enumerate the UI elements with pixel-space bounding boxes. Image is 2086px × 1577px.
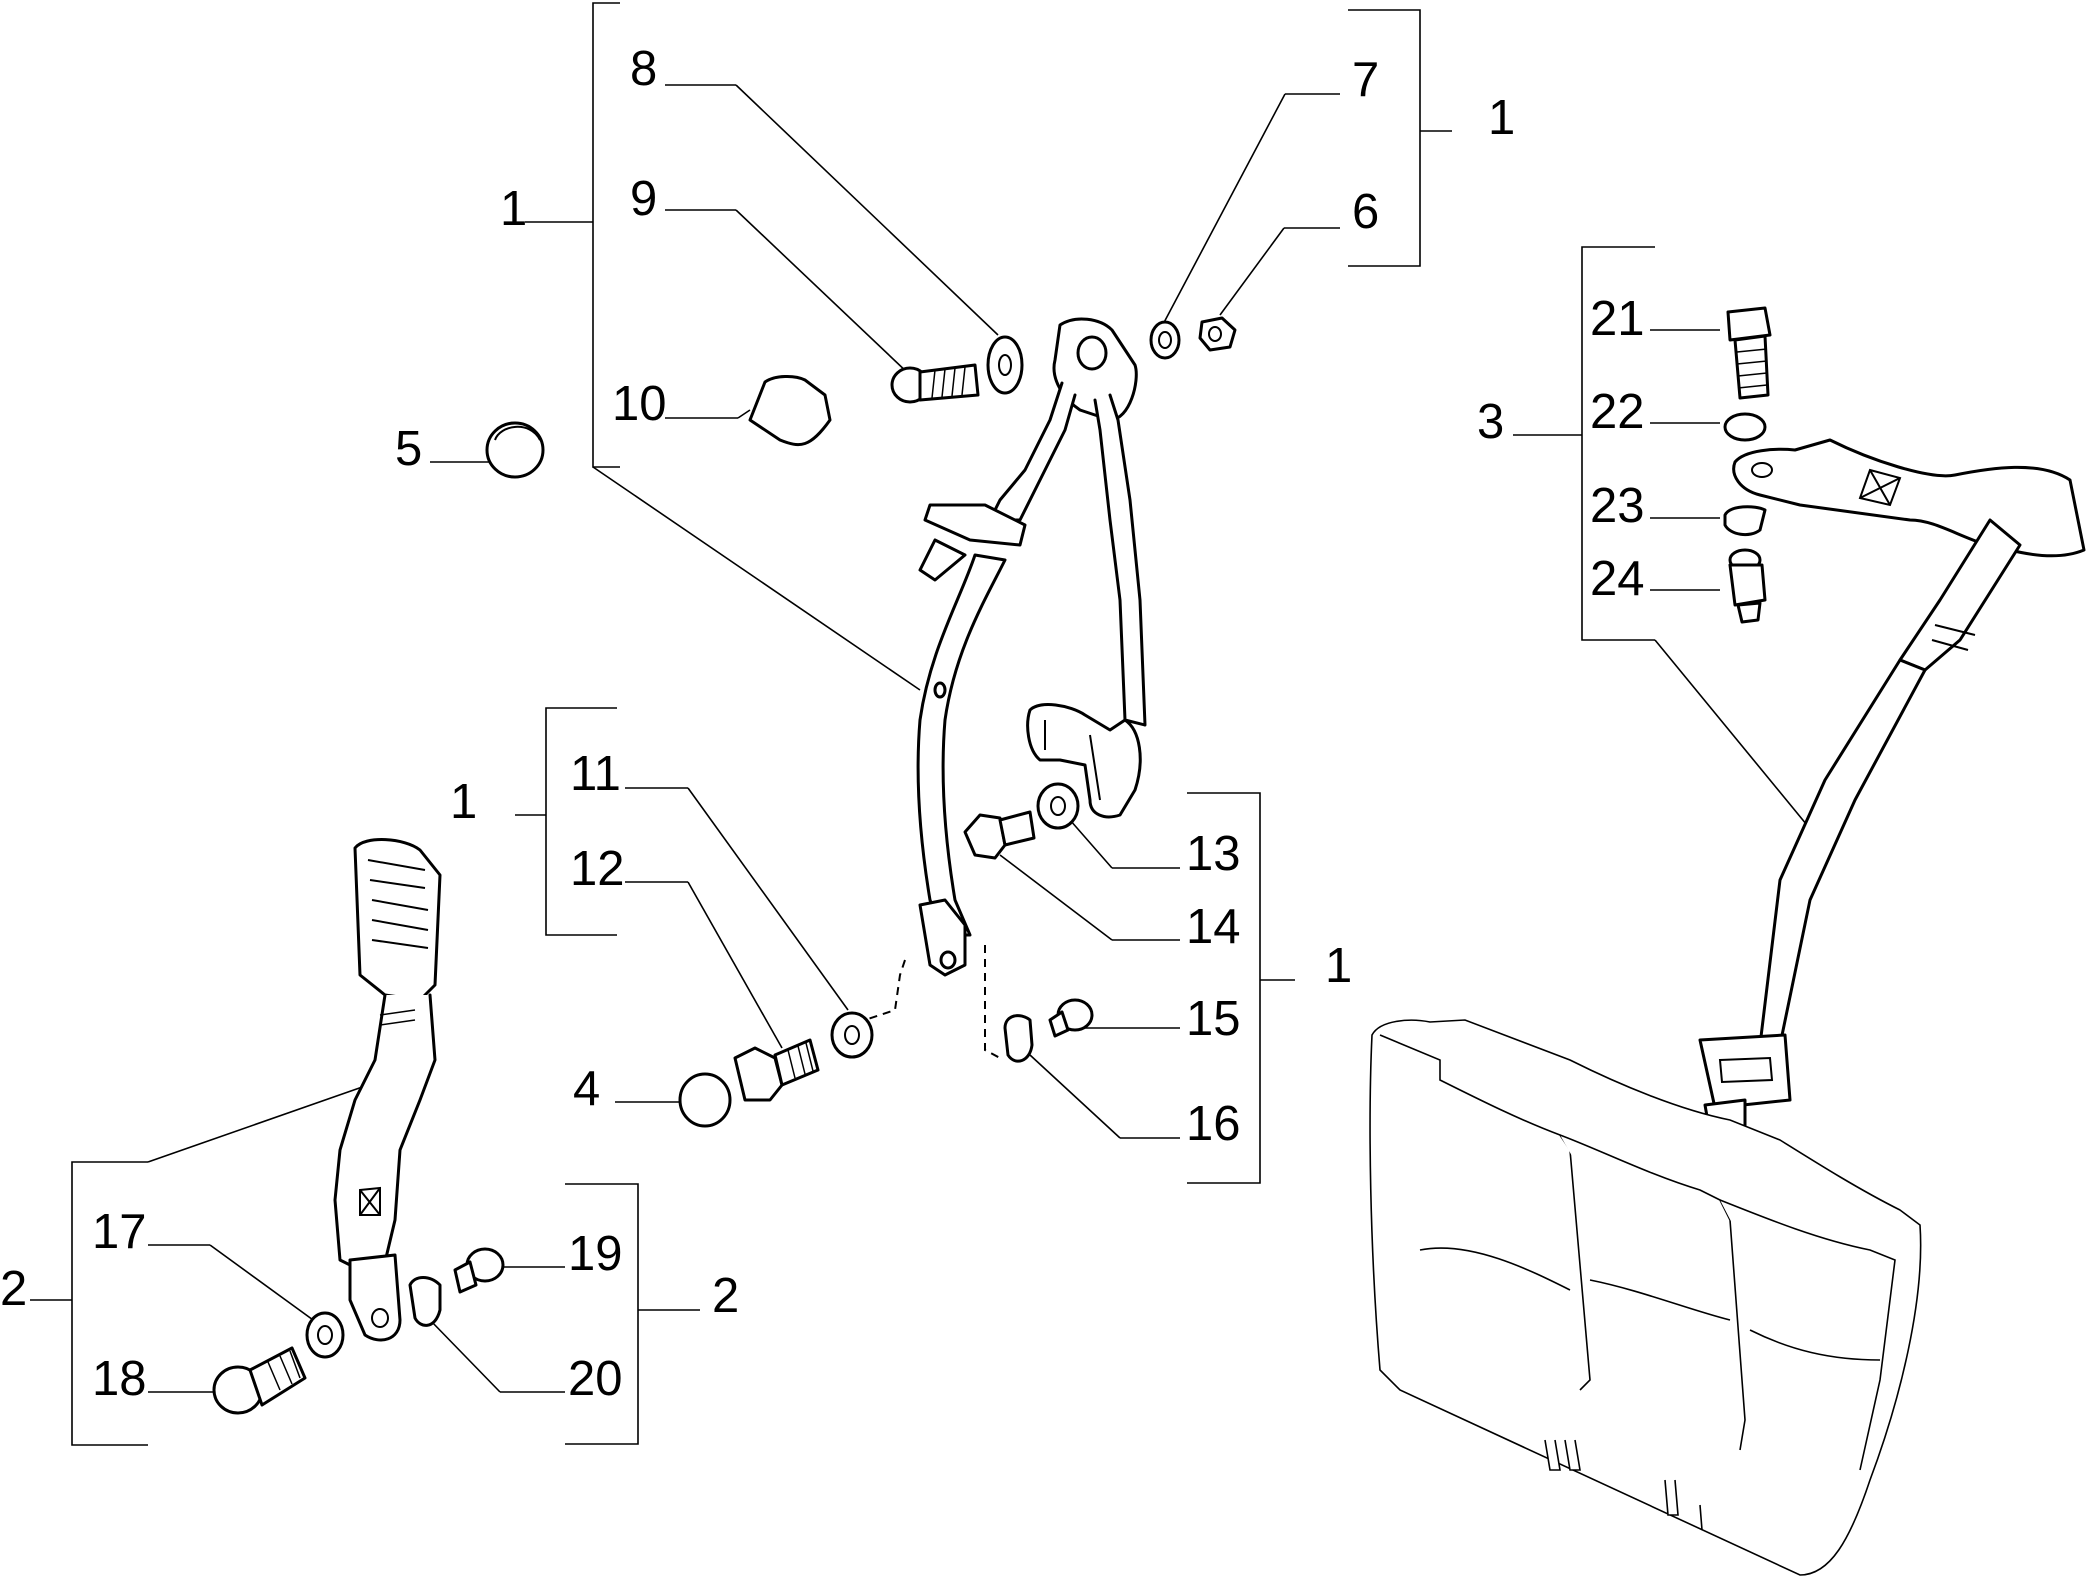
callout-14: 14 [1186, 900, 1241, 954]
bracket-group-1-mid-left [515, 707, 617, 936]
callout-1-top-right: 1 [1488, 91, 1515, 145]
callout-7: 7 [1352, 53, 1379, 107]
part-12-bolt [733, 1038, 820, 1102]
callout-17: 17 [92, 1205, 147, 1259]
part-7-spring-washer [1149, 320, 1181, 360]
buckle-belt-assembly [333, 838, 442, 1342]
callout-5: 5 [395, 422, 422, 476]
rear-seat-back [1369, 1019, 1922, 1576]
callout-3: 3 [1477, 395, 1504, 449]
callout-22: 22 [1590, 385, 1645, 439]
callout-4: 4 [573, 1062, 600, 1116]
part-15-spacer [1048, 998, 1094, 1038]
callout-18: 18 [92, 1352, 147, 1406]
part-24-spacer [1728, 548, 1767, 624]
part-13-washer [1036, 782, 1080, 830]
part-16-clip [1003, 1014, 1034, 1063]
callout-20: 20 [568, 1352, 623, 1406]
bracket-group-3 [1513, 246, 1655, 641]
callout-1-mid-right: 1 [1325, 939, 1352, 993]
callout-1-top-left: 1 [500, 182, 527, 236]
part-10-cover [748, 375, 832, 447]
part-19-spacer [453, 1247, 505, 1294]
part-21-bolt [1726, 306, 1772, 400]
part-14-bolt [963, 810, 1036, 860]
front-belt-assembly [849, 317, 1147, 1059]
part-20-clip [408, 1276, 442, 1327]
part-8-washer [986, 335, 1024, 395]
part-23-clip [1723, 505, 1767, 537]
callout-15: 15 [1186, 992, 1241, 1046]
callout-21: 21 [1590, 292, 1645, 346]
callout-13: 13 [1186, 827, 1241, 881]
rear-belt-assembly [1698, 438, 2086, 1147]
part-11-washer [830, 1011, 874, 1059]
callout-16: 16 [1186, 1097, 1241, 1151]
part-4-cap [678, 1072, 732, 1128]
bracket-group-1-top-right [1348, 9, 1452, 267]
callout-12: 12 [570, 842, 625, 896]
bracket-group-1-top-left [525, 2, 620, 468]
bracket-group-2-right [565, 1183, 700, 1445]
bracket-group-2-left [30, 1161, 148, 1446]
part-6-nut [1198, 316, 1237, 352]
callout-24: 24 [1590, 552, 1645, 606]
part-5-cap [485, 421, 545, 479]
callout-2-right: 2 [712, 1269, 739, 1323]
callout-11: 11 [570, 747, 621, 801]
callout-1-mid-left: 1 [450, 775, 477, 829]
callout-2-left: 2 [0, 1262, 27, 1316]
callout-8: 8 [630, 42, 657, 96]
callout-19: 19 [568, 1227, 623, 1281]
part-18-bolt [212, 1346, 307, 1415]
part-22-washer [1723, 412, 1767, 442]
callout-9: 9 [630, 172, 657, 226]
part-17-washer [305, 1311, 345, 1359]
bracket-group-1-mid-right [1187, 792, 1295, 1184]
callout-10: 10 [612, 377, 667, 431]
callout-6: 6 [1352, 185, 1379, 239]
part-9-bolt [890, 363, 980, 404]
callout-23: 23 [1590, 479, 1645, 533]
leader-lines [147, 84, 1826, 1393]
